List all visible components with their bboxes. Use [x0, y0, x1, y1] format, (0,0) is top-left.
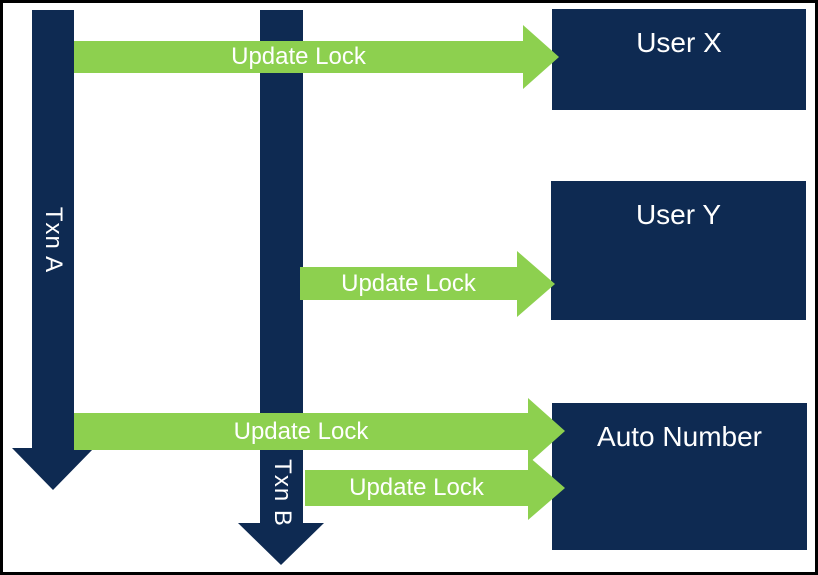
txn-b-label: Txn B — [269, 459, 296, 527]
txn-a-label: Txn A — [40, 206, 67, 274]
entity-label-auto-number: Auto Number — [597, 421, 762, 452]
entity-box-user-x: User X — [552, 9, 806, 110]
update-lock-label: Update Lock — [349, 474, 484, 501]
txn-a-arrowhead-down-icon — [12, 448, 94, 490]
entity-label-user-y: User Y — [635, 199, 722, 230]
txn-b-arrowhead-down-icon — [238, 523, 324, 565]
update-lock-arrow-body: Update Lock — [305, 470, 528, 506]
update-lock-arrow-body: Update Lock — [300, 267, 517, 300]
entity-box-auto-number: Auto Number — [552, 403, 807, 550]
entity-box-user-y: User Y — [551, 181, 806, 320]
update-lock-label: Update Lock — [341, 269, 476, 297]
txn-a-timeline-bar — [32, 10, 74, 448]
arrow-head-right-icon — [517, 251, 555, 317]
txn-b-timeline-bar — [260, 10, 303, 523]
entity-label-user-x: User X — [636, 27, 722, 58]
